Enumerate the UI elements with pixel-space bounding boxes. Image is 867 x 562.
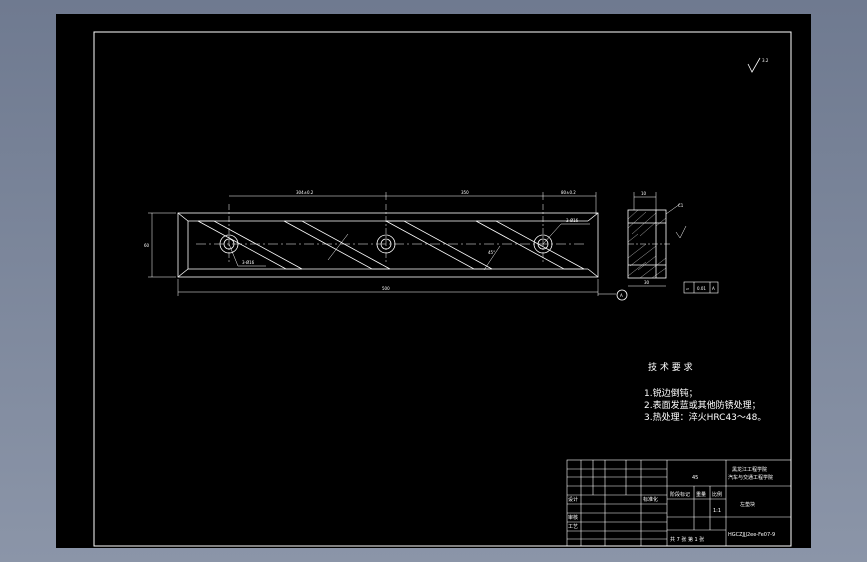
angle-label: 45°: [488, 250, 495, 255]
label-process: 工艺: [568, 524, 578, 530]
front-view: [148, 192, 628, 301]
flatness-value: 0.01: [697, 286, 706, 291]
drawing-sheet: 3.2: [56, 14, 811, 548]
sheet-info: 共 7 张 第 1 张: [670, 536, 704, 543]
part-outline: [177, 212, 599, 278]
school-line-1: 黑龙江工程学院: [732, 466, 767, 473]
roughness-value: 3.2: [762, 58, 769, 63]
side-view-hatching: [627, 209, 667, 279]
dim-top-1: 304±0.2: [296, 190, 314, 195]
dim-height: 60: [144, 243, 150, 248]
hole-leader-left: [228, 243, 266, 267]
requirement-item-3: 3.热处理：淬火HRC43～48。: [644, 411, 766, 423]
requirement-item-2: 2.表面发蓝或其他防锈处理；: [644, 399, 761, 411]
label-standard: 标准化: [643, 496, 658, 503]
hole-leader-right: [542, 223, 590, 245]
material-value: 45: [692, 475, 698, 481]
dim-top-2: 350: [461, 190, 469, 195]
requirement-item-1: 1.锐边倒钝；: [644, 387, 698, 399]
side-view: [627, 192, 719, 294]
label-stage: 阶段标记: [670, 491, 690, 498]
datum-label: A: [620, 293, 623, 298]
inner-frame: [93, 31, 792, 547]
school-line-2: 汽车与交通工程学院: [728, 474, 773, 481]
hole-note-right: 3-Ø16: [566, 218, 579, 223]
cad-drawing: 3.2: [93, 31, 792, 547]
datum-marker: [616, 289, 628, 301]
drawing-number: HGCZJJJ2ee-Fe07-9: [728, 532, 775, 538]
dim-overall-length: 500: [382, 286, 390, 291]
flatness-symbol: ⏥: [686, 286, 690, 291]
label-scale: 比例: [712, 491, 722, 498]
diagonal-slot: [197, 220, 303, 270]
diagonal-slot: [283, 220, 391, 270]
diagonal-slot: [475, 220, 585, 270]
flatness-frame: [683, 281, 719, 294]
flatness-datum: A: [712, 286, 715, 291]
hole-note-left: 3-Ø16: [242, 260, 255, 265]
dim-top-3: 80±0.2: [561, 190, 576, 195]
requirements-title: 技 术 要 求: [648, 361, 693, 373]
scale-value: 1:1: [713, 508, 721, 514]
side-dim-bottom: 30: [644, 280, 650, 285]
diagonal-slot: [385, 220, 493, 270]
label-designer: 设计: [568, 496, 578, 503]
title-block: [566, 459, 792, 547]
part-name: 左垫块: [740, 501, 755, 508]
label-weight: 重量: [696, 491, 706, 498]
chamfer-label: C1: [678, 203, 684, 208]
roughness-symbol: 3.2: [747, 57, 769, 73]
label-review: 审核: [568, 514, 578, 521]
side-dim-top: 10: [641, 191, 647, 196]
